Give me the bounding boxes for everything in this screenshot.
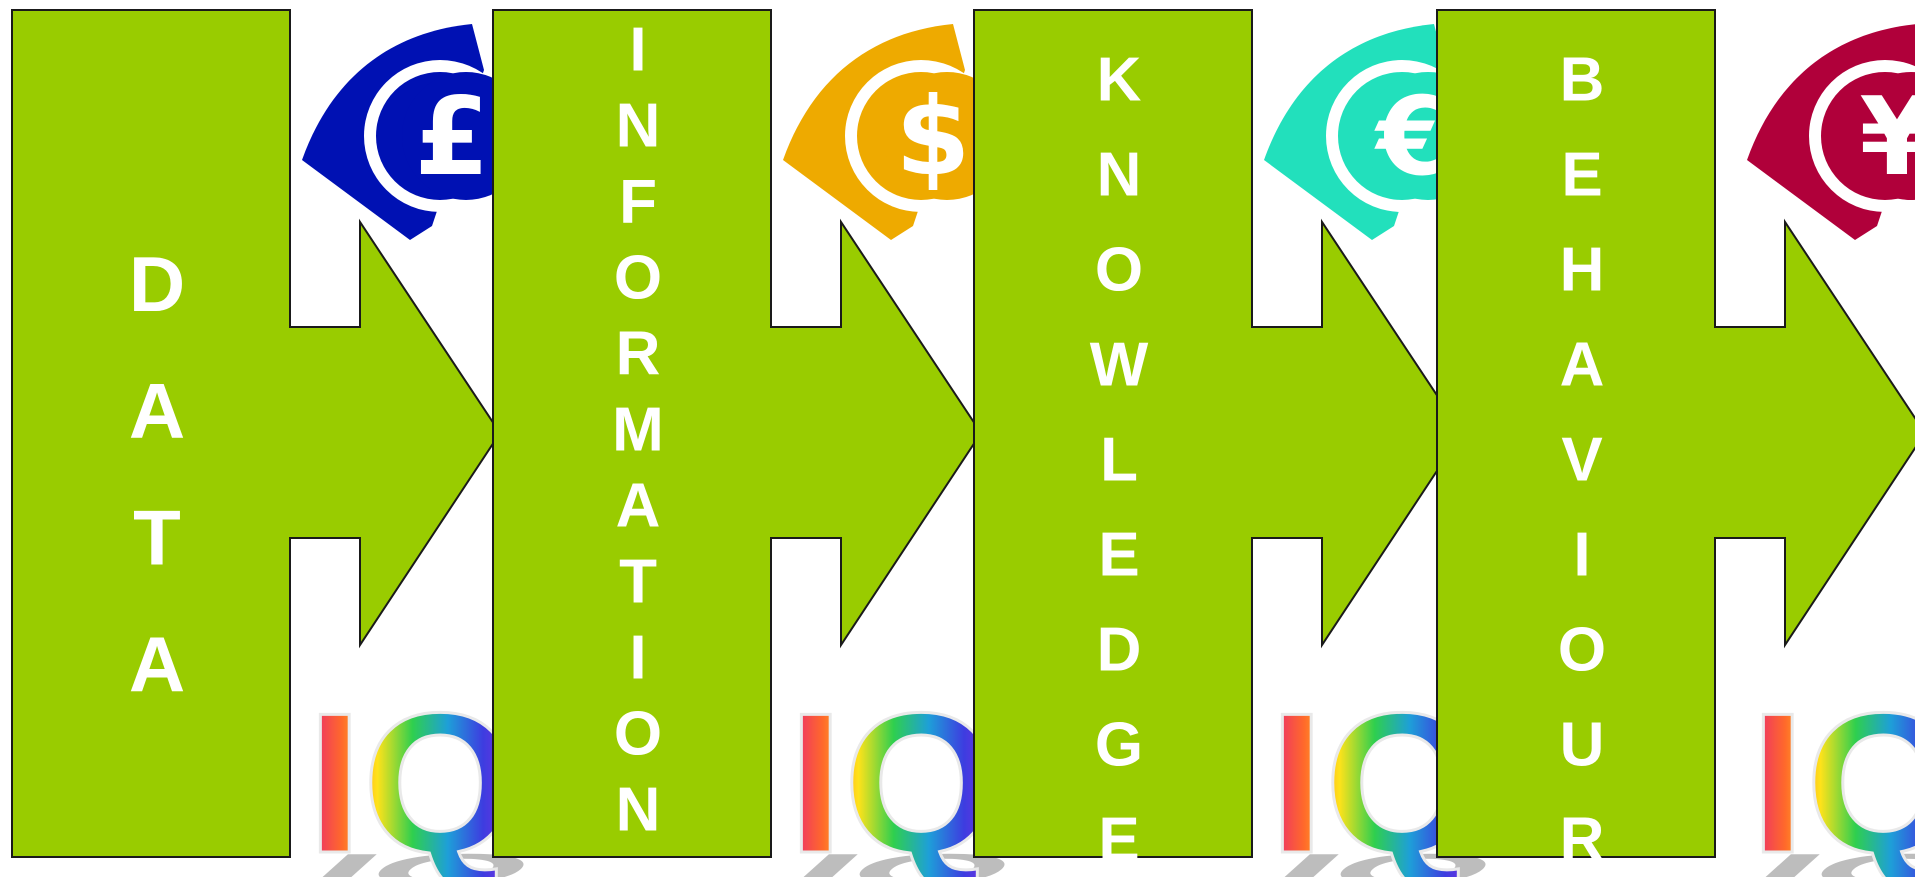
stage-label-letter: O [614,699,662,768]
stage-label-letter: F [619,167,657,236]
stage-label-letter: N [1097,140,1142,209]
stage-label-letter: K [1097,45,1142,114]
dollar-coin-icon: $ [783,24,1011,240]
stage-label-letter: G [1095,710,1143,779]
stage-label-letter: D [1097,615,1142,684]
stage-label-letter: O [1558,615,1606,684]
stage-label-letter: V [1561,425,1602,494]
stage-label-letter: O [1095,235,1143,304]
stage-label-letter: N [616,91,661,160]
stage-label-letter: O [614,243,662,312]
stage-label-letter: B [1560,45,1605,114]
coin-face-right [1847,72,1915,200]
stage-label-letter: R [1560,805,1605,874]
stage-arrow-block [1436,9,1915,858]
stage-label-letter: E [1561,140,1602,209]
iq-badge-text: IQ [1750,672,1915,877]
stage-label-letter: R [616,319,661,388]
stage-label-letter: M [612,395,664,464]
stage-label-letter: D [129,240,185,328]
stage-label-letter: W [1090,330,1149,399]
stage-label-letter: E [1098,520,1139,589]
stage-arrow-block [11,9,502,858]
stage-label-letter: H [1560,235,1605,304]
stage-label-letter: T [619,547,657,616]
stage-label-letter: A [129,620,185,708]
currency-symbol: £ [414,75,489,200]
stage-label-letter: A [129,367,185,455]
stage-label-letter: E [1098,805,1139,874]
stage-label-letter: L [1100,425,1138,494]
stage-label-letter: A [616,471,661,540]
currency-symbol: ¥ [1859,75,1915,200]
stage-label-letter: N [616,775,661,844]
stage-arrow-block [973,9,1464,858]
stage-label-letter: I [629,15,646,84]
stage-label-letter: I [1573,520,1590,589]
stage-arrow-block [492,9,983,858]
stage-label-letter: I [629,623,646,692]
iq-badge-text: IQ [307,672,518,877]
stage-label-letter: A [1560,330,1605,399]
stage-label-letter: U [1560,710,1605,779]
iq-badge-text: IQ [788,672,999,877]
currency-symbol: $ [895,75,970,200]
yen-coin-icon: ¥ [1747,24,1915,240]
stage-label-letter: T [133,493,181,581]
